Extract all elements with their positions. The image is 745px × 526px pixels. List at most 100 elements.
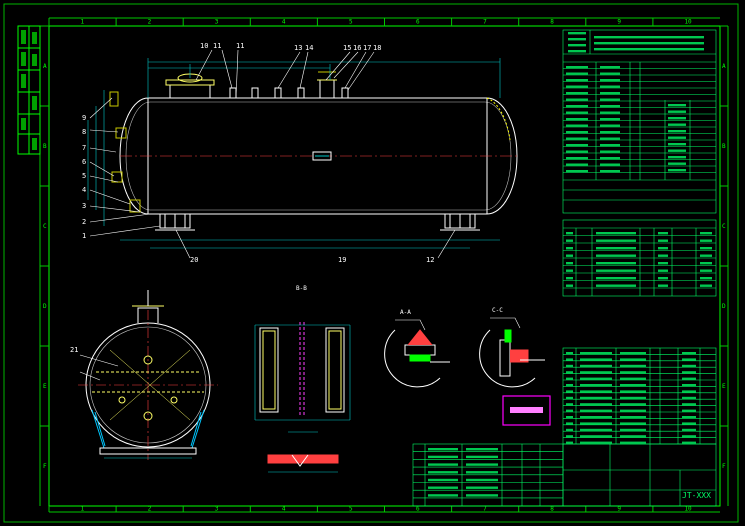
detail-weld-1 <box>384 319 450 388</box>
border-row-label: E <box>43 383 47 390</box>
table-text-mark <box>580 403 612 406</box>
table-text-mark <box>566 131 588 134</box>
border-row-label: C <box>43 223 47 230</box>
table-text-mark <box>466 455 498 459</box>
border-row-label: A <box>722 63 726 70</box>
table-text-mark <box>682 441 696 444</box>
border-col-label: 5 <box>349 506 353 513</box>
callout-label: 16 <box>353 44 361 52</box>
dimension-lines-top <box>147 58 501 98</box>
table-text-mark <box>566 170 588 173</box>
table-text-mark <box>566 92 588 95</box>
table-text-mark <box>580 384 612 387</box>
table-text-mark <box>700 239 712 242</box>
callout-label: 4 <box>82 186 86 194</box>
detail-weld-2 <box>479 317 545 388</box>
callout-label: 2 <box>82 218 86 226</box>
table-text-mark <box>620 364 646 368</box>
table-text-mark <box>428 478 458 482</box>
table-text-mark <box>600 85 620 88</box>
callout-label: 18 <box>373 44 381 52</box>
table-text-mark <box>580 435 612 438</box>
drawing-number: JT-XXX <box>682 491 711 500</box>
left-head-nozzles <box>87 90 141 226</box>
table-text-mark <box>566 124 588 127</box>
callout-label: 19 <box>338 256 346 264</box>
table-text-mark <box>566 118 588 121</box>
table-text-mark <box>566 277 573 280</box>
callout-label: 11 <box>236 42 244 50</box>
table-text-mark <box>600 163 620 166</box>
top-nozzles <box>165 71 349 98</box>
border-col-label: 8 <box>550 506 554 513</box>
callout-label: 17 <box>363 44 371 52</box>
callout-label: 7 <box>82 144 86 152</box>
table-text-mark <box>658 284 668 287</box>
border-col-label: 1 <box>81 19 85 26</box>
table-text-mark <box>668 117 686 120</box>
callouts-bottom: 20 19 12 21 <box>70 256 434 354</box>
table-text-mark <box>682 377 696 380</box>
callout-label: 1 <box>82 232 86 240</box>
table-text-mark <box>580 371 612 374</box>
table-text-mark <box>566 85 588 88</box>
table-text-mark <box>596 254 636 257</box>
table-text-mark <box>700 254 712 257</box>
table-text-mark <box>668 169 686 172</box>
table-text-mark <box>466 478 498 482</box>
border-col-label: 7 <box>483 506 487 513</box>
border-col-label: 5 <box>349 19 353 26</box>
table-text-mark <box>428 486 458 489</box>
table-text-mark <box>658 254 668 257</box>
table-text-mark <box>466 463 498 466</box>
table-text-mark <box>580 422 612 425</box>
table-text-mark <box>566 364 573 368</box>
border-row-label: D <box>43 303 47 310</box>
table-text-mark <box>428 471 458 474</box>
table-text-mark <box>682 371 696 374</box>
callout-label: 10 <box>200 42 208 50</box>
table-text-mark <box>620 409 646 412</box>
table-text-mark <box>466 486 498 489</box>
table-text-mark <box>658 247 668 250</box>
table-text-mark <box>580 390 612 393</box>
border-col-label: 7 <box>483 19 487 26</box>
table-text-mark <box>580 396 612 400</box>
table-text-mark <box>466 448 498 451</box>
table-text-mark <box>566 111 588 114</box>
table-text-mark <box>568 38 586 41</box>
table-text-mark <box>566 163 588 166</box>
table-text-mark <box>668 130 686 133</box>
table-text-mark <box>682 358 696 361</box>
border-col-label: 1 <box>81 506 85 513</box>
table-text-mark <box>566 79 588 82</box>
border-col-label: 3 <box>215 19 219 26</box>
table-text-mark <box>600 66 620 69</box>
table-text-mark <box>566 422 573 425</box>
table-text-mark <box>700 284 712 287</box>
table-text-mark <box>620 371 646 374</box>
table-text-mark <box>580 358 612 361</box>
callout-label: 5 <box>82 172 86 180</box>
table-text-mark <box>600 150 620 153</box>
table-text-mark <box>600 105 620 108</box>
table-text-mark <box>594 36 704 39</box>
table-text-mark <box>596 277 636 280</box>
leader-lines <box>89 49 456 259</box>
table-text-mark <box>580 352 612 355</box>
table-text-mark <box>566 239 573 242</box>
table-text-mark <box>600 79 620 82</box>
table-text-mark <box>600 111 620 114</box>
callout-label: 8 <box>82 128 86 136</box>
table-text-mark <box>682 416 696 419</box>
table-text-mark <box>566 72 588 75</box>
table-text-mark <box>682 409 696 412</box>
saddle-supports <box>120 214 500 249</box>
border-col-label: 4 <box>282 506 286 513</box>
table-text-mark <box>682 435 696 438</box>
table-text-mark <box>428 448 458 451</box>
table-text-mark <box>700 269 712 272</box>
table-text-mark <box>428 463 458 466</box>
table-cell-fills <box>428 32 712 497</box>
table-text-mark <box>668 123 686 126</box>
